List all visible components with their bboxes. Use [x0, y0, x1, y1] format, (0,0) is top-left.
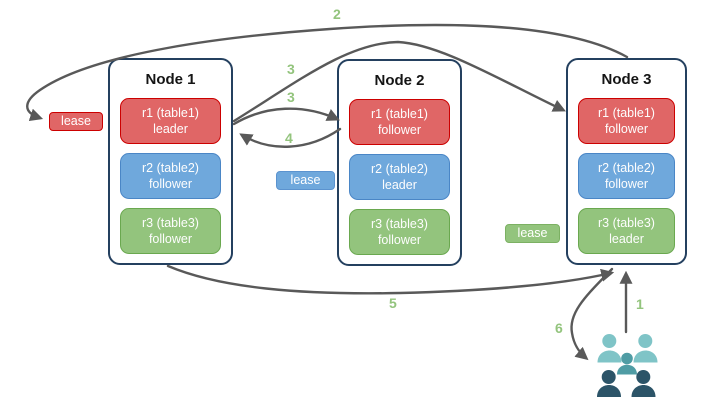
lease-label-table3: lease	[505, 224, 560, 243]
lease-label-table2: lease	[276, 171, 335, 190]
node-3-title: Node 3	[601, 71, 652, 88]
node3-replica-r2: r2 (table2) follower	[578, 153, 675, 199]
replica-role: leader	[153, 122, 188, 136]
step-label-5: 5	[389, 295, 397, 311]
replica-role: follower	[377, 123, 422, 137]
users-group-icon	[597, 334, 658, 397]
node3-replica-r1: r1 (table1) follower	[578, 98, 675, 144]
node1-replica-r3: r3 (table3) follower	[120, 208, 221, 254]
replica-name: r3 (table3)	[142, 215, 199, 230]
arrow-step5-node1-to-node3	[166, 264, 615, 295]
replica-name: r3 (table3)	[598, 215, 655, 230]
replica-role: follower	[377, 233, 422, 247]
replica-name: r1 (table1)	[142, 105, 199, 120]
replica-role: follower	[604, 122, 649, 136]
node-1: Node 1 r1 (table1) leader r2 (table2) fo…	[108, 58, 233, 265]
replica-name: r2 (table2)	[371, 161, 428, 176]
replica-name: r2 (table2)	[598, 160, 655, 175]
node2-replica-r1: r1 (table1) follower	[349, 99, 450, 145]
node3-replica-r3: r3 (table3) leader	[578, 208, 675, 254]
replica-name: r1 (table1)	[371, 106, 428, 121]
node-2: Node 2 r1 (table1) follower r2 (table2) …	[337, 59, 462, 266]
replica-role: follower	[604, 177, 649, 191]
step-label-2: 2	[333, 6, 341, 22]
replica-role: leader	[609, 232, 644, 246]
step-label-6: 6	[555, 320, 563, 336]
step-label-1: 1	[636, 296, 644, 312]
replica-name: r2 (table2)	[142, 160, 199, 175]
node2-replica-r2: r2 (table2) leader	[349, 154, 450, 200]
replica-name: r1 (table1)	[598, 105, 655, 120]
node1-replica-r2: r2 (table2) follower	[120, 153, 221, 199]
node-2-title: Node 2	[374, 72, 425, 89]
node1-replica-r1: r1 (table1) leader	[120, 98, 221, 144]
step-label-3b: 3	[287, 89, 295, 105]
lease-label-table1: lease	[49, 112, 103, 131]
step-label-3a: 3	[287, 61, 295, 77]
replica-role: follower	[148, 177, 193, 191]
node2-replica-r3: r3 (table3) follower	[349, 209, 450, 255]
node-1-title: Node 1	[145, 71, 196, 88]
replica-name: r3 (table3)	[371, 216, 428, 231]
node-3: Node 3 r1 (table1) follower r2 (table2) …	[566, 58, 687, 265]
step-label-4: 4	[285, 130, 293, 146]
replica-role: follower	[148, 232, 193, 246]
replica-role: leader	[382, 178, 417, 192]
arrow-step3-leader-to-node2	[232, 107, 340, 126]
